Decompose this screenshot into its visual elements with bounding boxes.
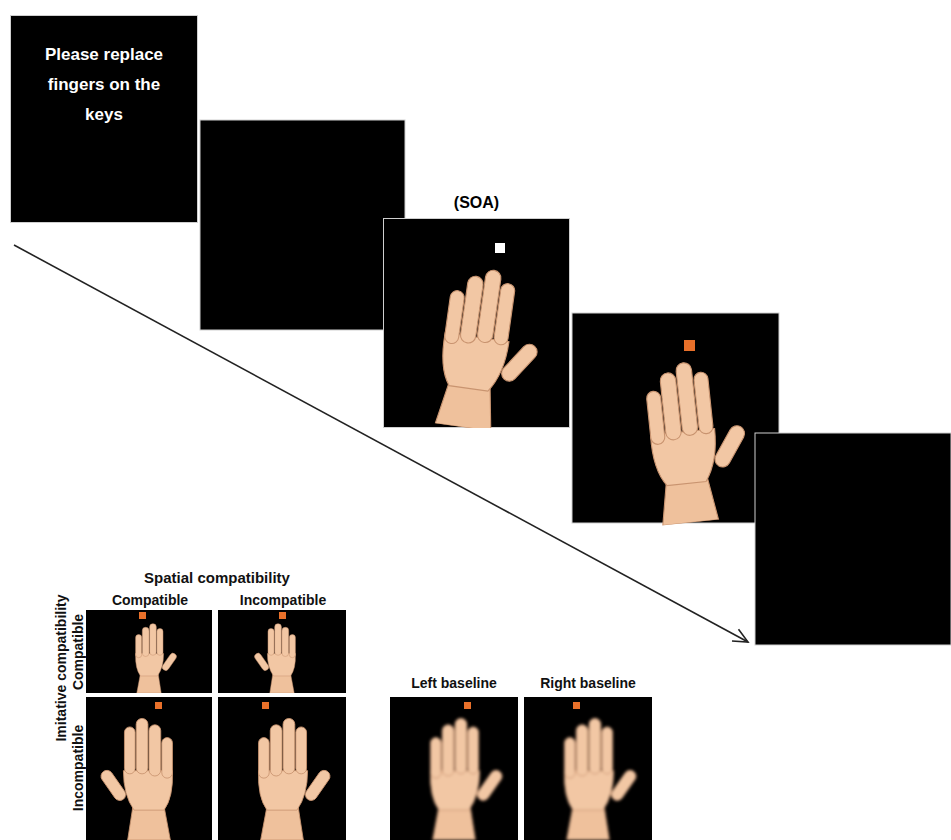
screen-heading: (SOA) xyxy=(383,192,570,214)
row-label: Imitative compatibility xyxy=(53,594,69,741)
row-label: Incompatible xyxy=(70,725,86,811)
row-label: Compatible xyxy=(70,614,86,690)
column-label: Spatial compatibility xyxy=(144,570,290,586)
column-label: Compatible xyxy=(112,592,188,608)
cue-screen: (SOA) xyxy=(383,192,570,428)
timeline-arrow xyxy=(14,245,748,642)
column-label: Incompatible xyxy=(240,592,326,608)
column-label: Right baseline xyxy=(540,675,636,691)
target-screen xyxy=(572,313,779,526)
blank-screen xyxy=(755,433,951,645)
hand-grid xyxy=(86,610,346,840)
blank-screen xyxy=(200,120,405,330)
cue-screen-image xyxy=(383,218,570,428)
baseline-images xyxy=(390,697,652,840)
column-label: Left baseline xyxy=(411,675,497,691)
instruction-text: Please replace fingers on the keys xyxy=(29,16,179,130)
instruction-screen: Please replace fingers on the keys xyxy=(10,15,198,223)
